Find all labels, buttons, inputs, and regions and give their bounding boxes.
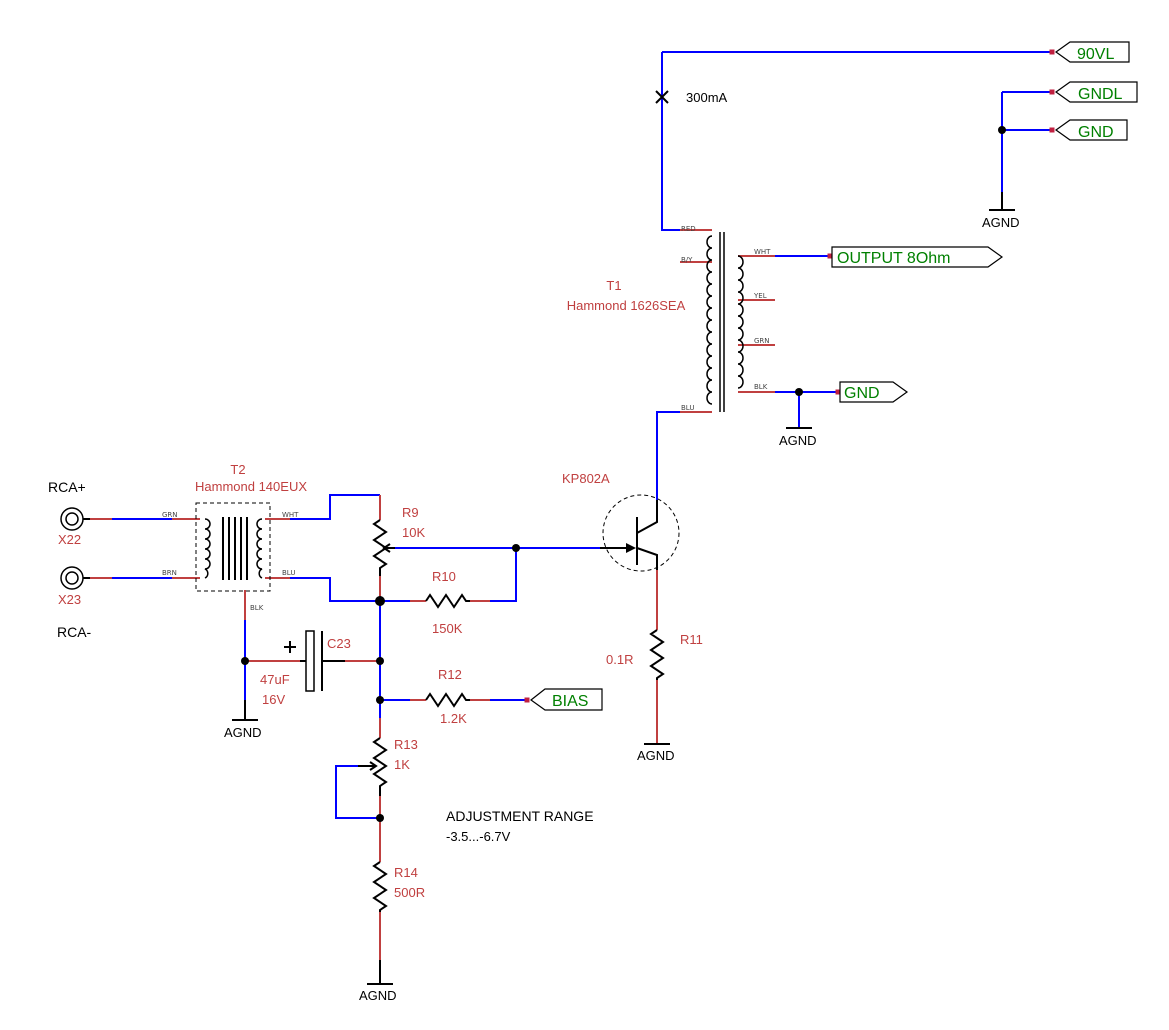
- t2-pin-blk: BLK: [250, 604, 264, 612]
- junctions: [241, 126, 1006, 822]
- port-gnd-top: GND: [1049, 119, 1128, 141]
- resistor-r11: R11 0.1R: [606, 629, 703, 680]
- r14-ref: R14: [394, 865, 418, 880]
- c23-ref: C23: [327, 636, 351, 651]
- t1-pin-by: B/Y: [681, 256, 693, 264]
- q1-value: KP802A: [562, 471, 610, 486]
- fuse-300ma: 300mA: [655, 90, 728, 105]
- input-transformer-t2: T2 Hammond 140EUX GRN BRN WHT BLU BLK: [162, 462, 307, 612]
- potentiometer-r13: R13 1K: [358, 737, 418, 796]
- rca-minus-label: RCA-: [57, 624, 92, 640]
- port-gnd-out: GND: [835, 381, 909, 403]
- agnd-label: AGND: [982, 215, 1020, 230]
- adjustment-title: ADJUSTMENT RANGE: [446, 808, 594, 824]
- agnd-top: AGND: [982, 192, 1020, 230]
- agnd-r14: AGND: [359, 960, 397, 1003]
- t2-pin-blu: BLU: [282, 569, 295, 577]
- rca-jack-x22: RCA+ X22: [48, 479, 90, 547]
- potentiometer-r9: R9 10K: [372, 505, 425, 576]
- x22-ref: X22: [58, 532, 81, 547]
- agnd-c23: AGND: [224, 700, 262, 740]
- r10-ref: R10: [432, 569, 456, 584]
- rca-jack-x23: X23 RCA-: [57, 566, 92, 640]
- resistor-r12: R12 1.2K: [425, 667, 470, 726]
- port-gnd-label: GND: [1078, 124, 1114, 141]
- r12-value: 1.2K: [440, 711, 467, 726]
- fuse-label: 300mA: [686, 90, 728, 105]
- port-90vl-label: 90VL: [1077, 46, 1114, 63]
- t1-pin-yel: YEL: [753, 292, 767, 300]
- r10-value: 150K: [432, 621, 463, 636]
- r9-value: 10K: [402, 525, 425, 540]
- t2-pin-grn: GRN: [162, 511, 178, 519]
- port-output-label: OUTPUT 8Ohm: [837, 250, 951, 267]
- port-output-8ohm: OUTPUT 8Ohm: [827, 246, 1004, 268]
- t1-pin-wht: WHT: [754, 248, 771, 256]
- wires: [112, 51, 1052, 819]
- adjustment-range: -3.5...-6.7V: [446, 829, 511, 844]
- output-transformer-t1: T1 Hammond 1626SEA RED B/Y BLU WHT YEL G…: [567, 225, 771, 412]
- component-leads: [90, 205, 1003, 960]
- x23-ref: X23: [58, 592, 81, 607]
- port-90vl: 90VL: [1049, 41, 1130, 63]
- r12-ref: R12: [438, 667, 462, 682]
- r13-value: 1K: [394, 757, 410, 772]
- agnd-label: AGND: [779, 433, 817, 448]
- r11-ref: R11: [680, 632, 703, 647]
- t2-pin-brn: BRN: [162, 569, 177, 577]
- agnd-label: AGND: [637, 748, 675, 763]
- t1-ref: T1: [606, 278, 621, 293]
- t1-pin-red: RED: [681, 225, 696, 233]
- agnd-label: AGND: [359, 988, 397, 1003]
- transistor-kp802a: KP802A: [562, 471, 680, 572]
- port-bias-label: BIAS: [552, 693, 588, 710]
- port-gndl: GNDL: [1049, 81, 1138, 103]
- c23-value: 47uF: [260, 672, 290, 687]
- capacitor-c23: C23 47uF 16V: [260, 630, 351, 707]
- t2-ref: T2: [230, 462, 245, 477]
- port-gnd-out-label: GND: [844, 385, 880, 402]
- resistor-r14: R14 500R: [372, 861, 425, 912]
- port-gndl-label: GNDL: [1078, 86, 1123, 103]
- rca-plus-label: RCA+: [48, 479, 86, 495]
- t1-pin-blk: BLK: [754, 383, 768, 391]
- c23-voltage: 16V: [262, 692, 285, 707]
- agnd-r11: AGND: [637, 743, 675, 763]
- r11-value: 0.1R: [606, 652, 633, 667]
- t1-value: Hammond 1626SEA: [567, 298, 686, 313]
- t2-pin-wht: WHT: [282, 511, 299, 519]
- r13-ref: R13: [394, 737, 418, 752]
- r14-value: 500R: [394, 885, 425, 900]
- resistor-r10: R10 150K: [425, 569, 470, 636]
- r9-ref: R9: [402, 505, 419, 520]
- t1-pin-blu: BLU: [681, 404, 694, 412]
- agnd-label: AGND: [224, 725, 262, 740]
- t1-pin-grn: GRN: [754, 337, 770, 345]
- agnd-t1-secondary: AGND: [779, 427, 817, 448]
- t2-value: Hammond 140EUX: [195, 479, 307, 494]
- adjustment-note: ADJUSTMENT RANGE -3.5...-6.7V: [446, 808, 594, 844]
- port-bias: BIAS: [524, 688, 603, 711]
